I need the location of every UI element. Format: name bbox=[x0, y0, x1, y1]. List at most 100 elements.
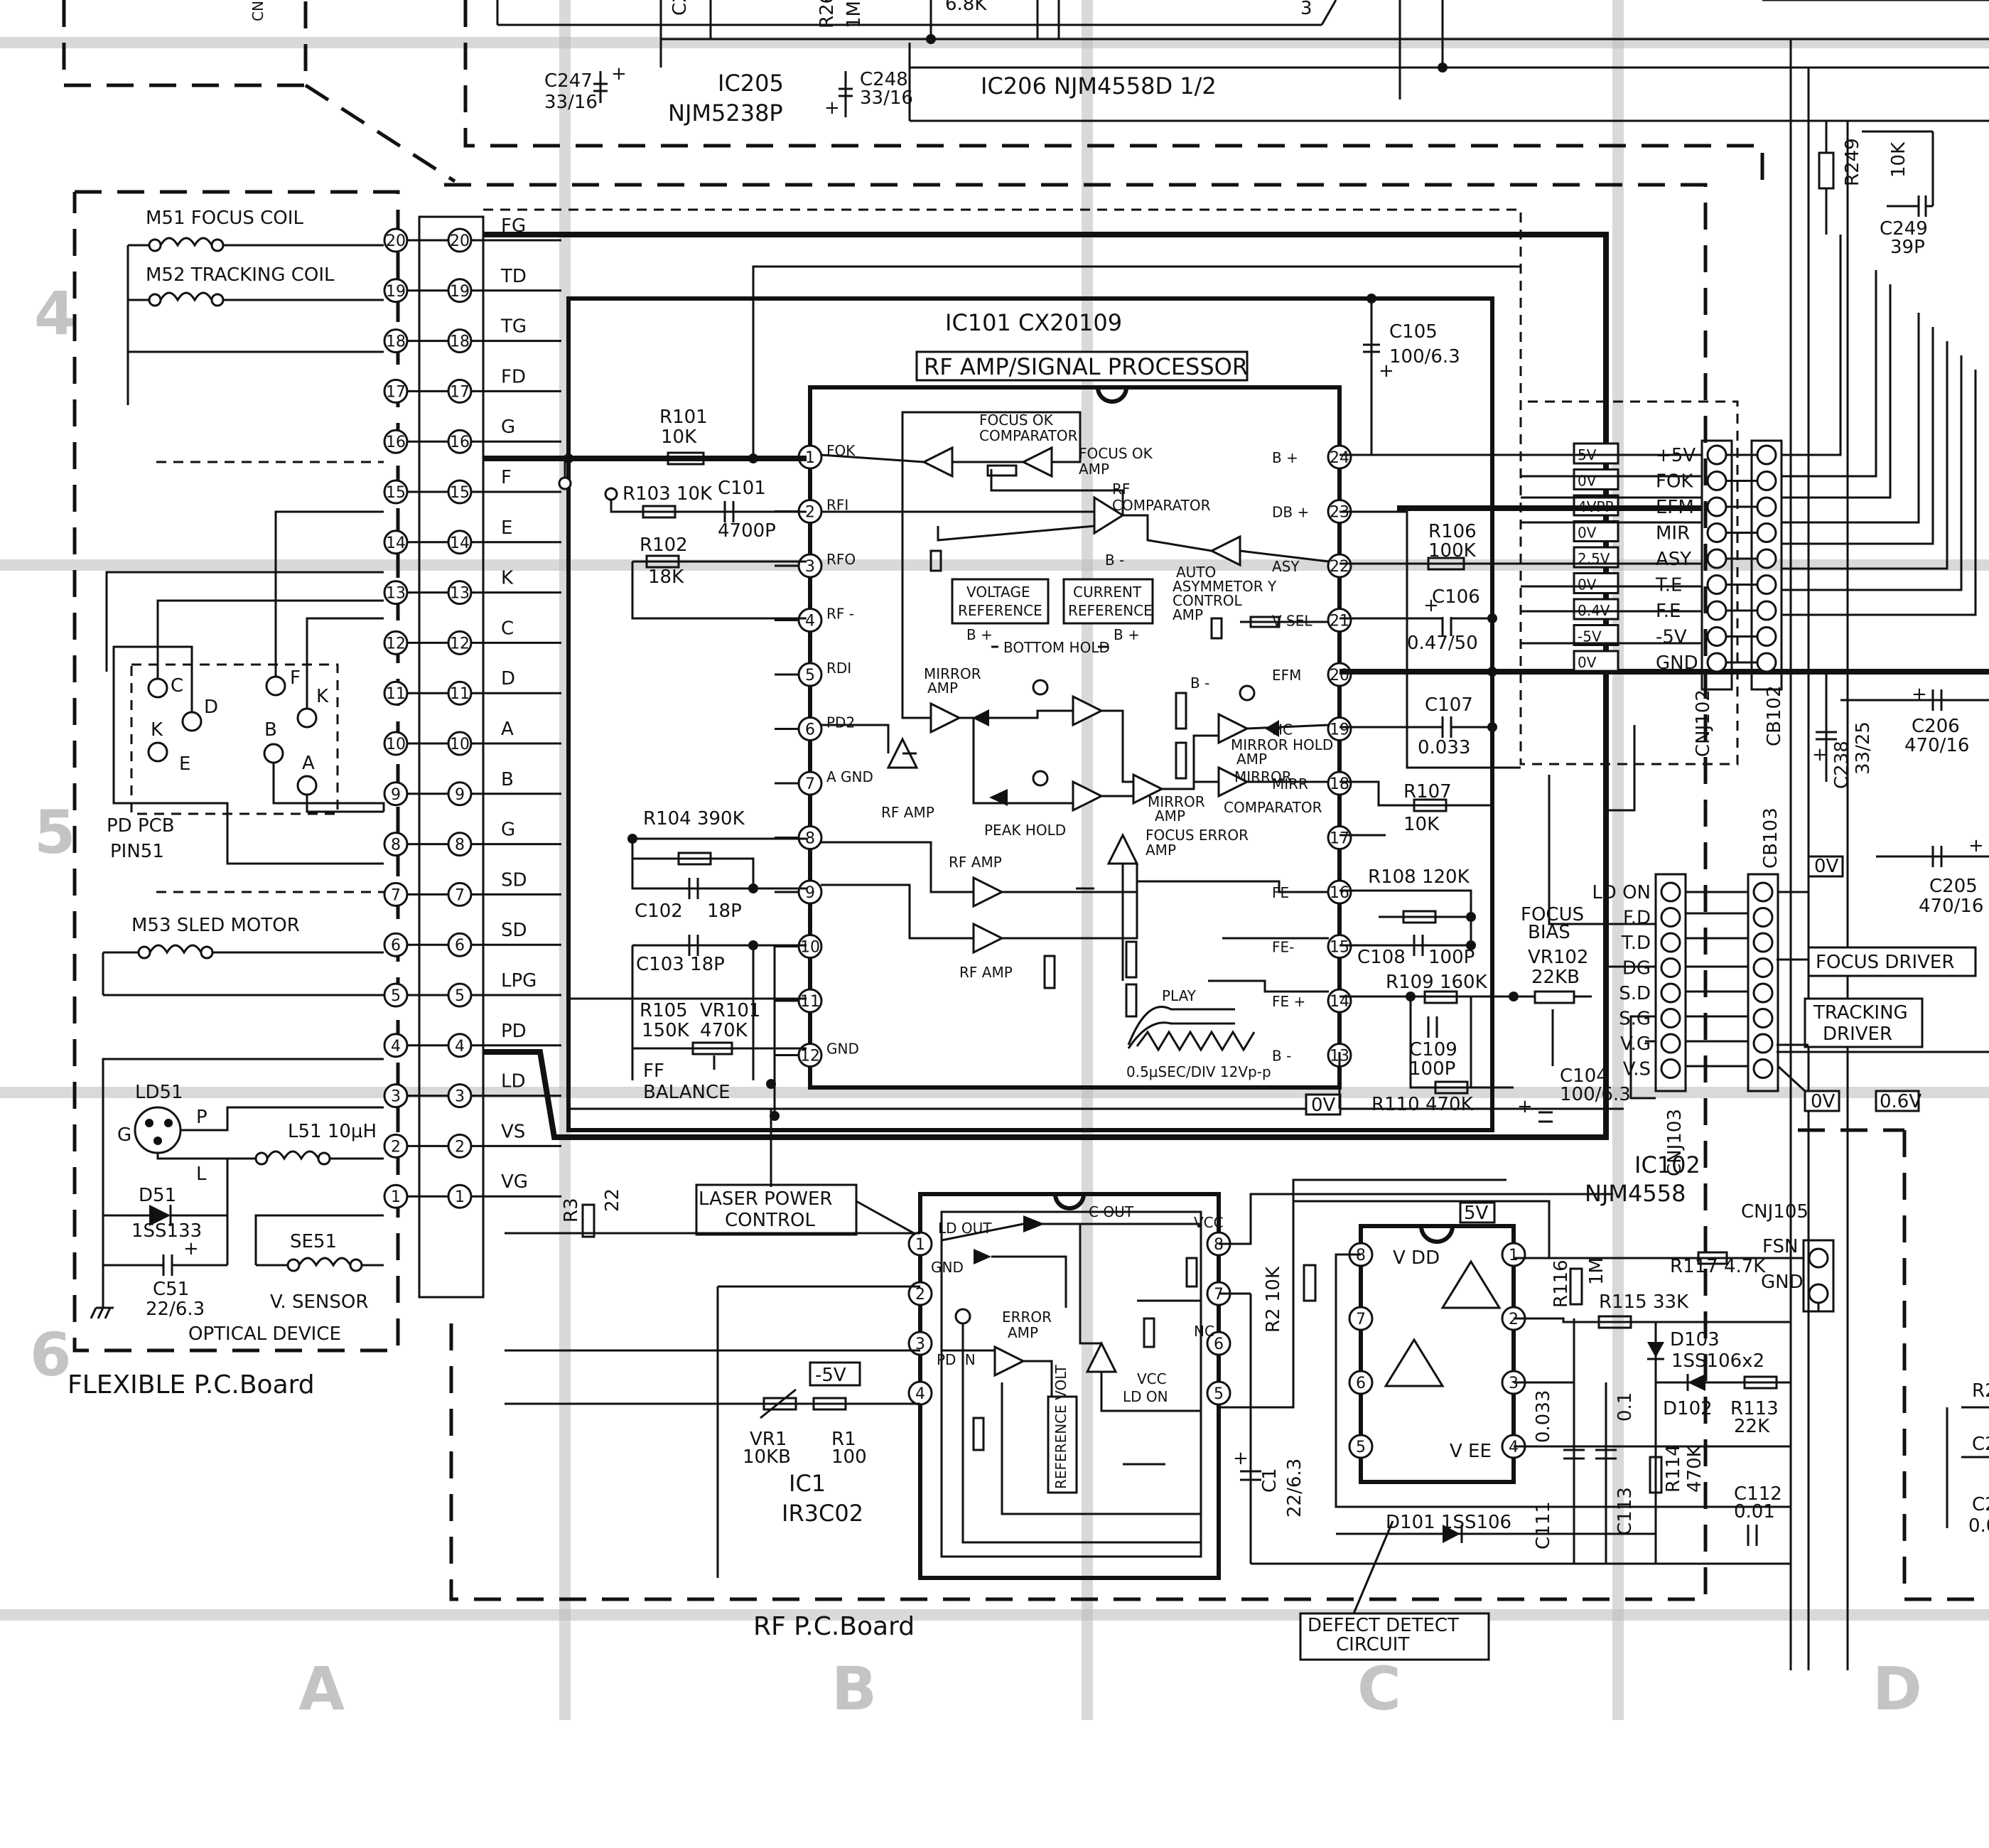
svg-text:7: 7 bbox=[391, 886, 401, 904]
ic102-pin-5: 5 bbox=[1348, 1434, 1374, 1459]
svg-text:R113: R113 bbox=[1730, 1398, 1779, 1419]
svg-text:1SS106x2: 1SS106x2 bbox=[1671, 1350, 1764, 1372]
svg-text:2: 2 bbox=[391, 1138, 401, 1156]
svg-text:22K: 22K bbox=[1734, 1416, 1770, 1437]
flex-signal-16: PD bbox=[501, 1021, 527, 1042]
svg-text:CURRENT: CURRENT bbox=[1073, 584, 1142, 601]
svg-text:R3: R3 bbox=[561, 1198, 582, 1223]
svg-text:ASYMMETOR Y: ASYMMETOR Y bbox=[1173, 578, 1277, 595]
ic101-pin-21: 21 bbox=[1327, 608, 1352, 633]
svg-text:IC206 NJM4558D 1/2: IC206 NJM4558D 1/2 bbox=[981, 72, 1217, 100]
ic1-pin-5: 5 bbox=[1206, 1380, 1231, 1406]
svg-text:16: 16 bbox=[386, 434, 406, 451]
flex-pin-20-outer: 20 bbox=[383, 227, 409, 253]
svg-text:R1: R1 bbox=[831, 1429, 856, 1450]
flex-pin-11-outer: 11 bbox=[383, 680, 409, 706]
svg-text:C238: C238 bbox=[1831, 741, 1853, 789]
flex-pin-11-inner: 11 bbox=[447, 680, 473, 706]
svg-text:18: 18 bbox=[386, 333, 406, 351]
flex-pin-12-outer: 12 bbox=[383, 630, 409, 655]
svg-text:4: 4 bbox=[391, 1038, 401, 1055]
svg-text:22: 22 bbox=[1330, 558, 1349, 576]
sensor-se51: SE51 V. SENSOR OPTICAL DEVICE bbox=[188, 1214, 384, 1345]
svg-text:R2 10K: R2 10K bbox=[1263, 1266, 1284, 1333]
svg-text:+: + bbox=[1912, 684, 1927, 705]
svg-text:1M: 1M bbox=[843, 1, 865, 28]
ic101-pin-5-label: RDI bbox=[826, 660, 851, 677]
svg-text:FOCUS OK: FOCUS OK bbox=[1079, 445, 1153, 462]
svg-text:SE51: SE51 bbox=[290, 1231, 337, 1252]
cnj102-signal-7: -5V bbox=[1656, 627, 1687, 648]
svg-text:100: 100 bbox=[831, 1446, 867, 1468]
svg-text:C102: C102 bbox=[635, 901, 683, 922]
svg-text:CN: CN bbox=[249, 1, 266, 21]
svg-text:17: 17 bbox=[450, 383, 470, 401]
svg-text:5: 5 bbox=[455, 987, 465, 1005]
svg-text:100P: 100P bbox=[1409, 1058, 1455, 1080]
ic101-pin-19: 19 bbox=[1327, 716, 1352, 741]
svg-text:5: 5 bbox=[391, 987, 401, 1005]
svg-text:CNJ105: CNJ105 bbox=[1741, 1201, 1809, 1223]
svg-text:C249: C249 bbox=[1880, 218, 1928, 240]
svg-text:L51 10μH: L51 10μH bbox=[288, 1121, 377, 1142]
ic102-pin-6: 6 bbox=[1348, 1370, 1374, 1395]
svg-text:COMPARATOR: COMPARATOR bbox=[979, 427, 1078, 444]
ic101-pin-14: 14 bbox=[1327, 988, 1352, 1014]
svg-text:CONTROL: CONTROL bbox=[1173, 592, 1243, 609]
svg-text:6: 6 bbox=[1214, 1336, 1224, 1353]
svg-text:33/16: 33/16 bbox=[860, 87, 913, 109]
svg-text:FOCUS ERROR: FOCUS ERROR bbox=[1146, 827, 1249, 844]
svg-text:470K: 470K bbox=[700, 1020, 748, 1041]
cb103-pin-7 bbox=[1752, 1058, 1774, 1079]
flex-signal-4: G bbox=[501, 417, 515, 438]
flex-pin-19-inner: 19 bbox=[447, 278, 473, 303]
flex-signal-15: LPG bbox=[501, 970, 537, 992]
svg-text:C2: C2 bbox=[1972, 1434, 1989, 1455]
ic1: IC1 IR3C02 LASER POWER CONTROL 12348765 … bbox=[505, 1109, 1791, 1580]
cnj102-pin-3 bbox=[1706, 522, 1727, 543]
svg-text:12: 12 bbox=[450, 635, 470, 652]
svg-text:0V: 0V bbox=[1311, 1095, 1336, 1116]
cb103-pin-6 bbox=[1752, 1033, 1774, 1054]
flex-signal-18: VS bbox=[501, 1121, 525, 1142]
svg-text:22/6.3: 22/6.3 bbox=[1284, 1458, 1305, 1517]
svg-text:17: 17 bbox=[386, 383, 406, 401]
svg-text:470/16: 470/16 bbox=[1904, 735, 1969, 756]
flexible-board: FLEXIBLE P.C.Board M51 FOCUS COIL M52 TR… bbox=[68, 190, 561, 1400]
rf-board-outline: RF P.C.Board bbox=[444, 183, 1989, 1641]
svg-text:6.8K: 6.8K bbox=[945, 0, 987, 15]
svg-text:4700P: 4700P bbox=[718, 520, 776, 542]
ic101-external: R101 10K R103 10K C101 4700P R102 18K R1… bbox=[483, 232, 1989, 1140]
cb102-pin-6 bbox=[1756, 600, 1777, 621]
svg-text:18: 18 bbox=[1330, 775, 1349, 793]
svg-text:+: + bbox=[1379, 360, 1394, 382]
cnj102-pins bbox=[1706, 444, 1777, 673]
cnj102-voltage-1: 0V bbox=[1578, 473, 1597, 490]
flex-pin-4-outer: 4 bbox=[383, 1033, 409, 1058]
ic101-pin-11: 11 bbox=[797, 988, 823, 1014]
col-label-a: A bbox=[298, 1654, 345, 1724]
svg-text:5: 5 bbox=[1356, 1439, 1366, 1456]
svg-text:GND: GND bbox=[1761, 1272, 1804, 1293]
cb103-pin-0 bbox=[1752, 881, 1774, 903]
flex-pin-2-inner: 2 bbox=[447, 1133, 473, 1159]
row-label-6: 6 bbox=[30, 1320, 71, 1390]
cnj103-pin-5 bbox=[1660, 1008, 1681, 1028]
svg-text:15: 15 bbox=[386, 484, 406, 502]
svg-text:C113: C113 bbox=[1615, 1487, 1636, 1535]
svg-text:C205: C205 bbox=[1929, 876, 1978, 897]
svg-text:B: B bbox=[264, 719, 277, 741]
cnj102-pin-7 bbox=[1706, 626, 1727, 647]
svg-text:B -: B - bbox=[1105, 552, 1124, 569]
svg-text:3: 3 bbox=[805, 558, 815, 576]
svg-text:VR101: VR101 bbox=[700, 1000, 760, 1021]
ic101-pin-22: 22 bbox=[1327, 553, 1352, 579]
svg-text:C2: C2 bbox=[669, 0, 691, 16]
svg-text:R26: R26 bbox=[816, 0, 838, 28]
col-label-c: C bbox=[1357, 1654, 1401, 1724]
cnj102-voltage-5: 0V bbox=[1578, 576, 1597, 593]
svg-text:4: 4 bbox=[805, 613, 815, 630]
flex-signal-7: K bbox=[501, 568, 514, 589]
